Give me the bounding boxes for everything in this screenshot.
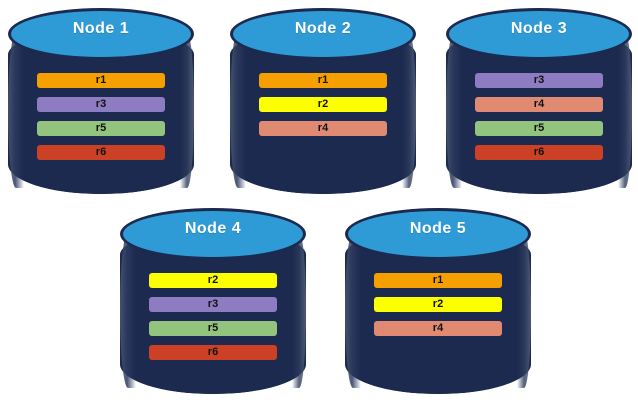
replica-bar-r5[interactable]: r5 <box>475 121 603 136</box>
replica-bar-r3[interactable]: r3 <box>37 97 165 112</box>
replica-bar-r1[interactable]: r1 <box>259 73 387 88</box>
replica-bar-r3[interactable]: r3 <box>475 73 603 88</box>
replica-list: r1 r3 r5 r6 <box>37 73 165 160</box>
replica-list: r1 r2 r4 <box>259 73 387 136</box>
replica-bar-r4[interactable]: r4 <box>259 121 387 136</box>
replica-bar-r2[interactable]: r2 <box>149 273 277 288</box>
replica-bar-r5[interactable]: r5 <box>149 321 277 336</box>
replica-bar-r3[interactable]: r3 <box>149 297 277 312</box>
replica-list: r3 r4 r5 r6 <box>475 73 603 160</box>
replica-bar-r6[interactable]: r6 <box>149 345 277 360</box>
replica-bar-r4[interactable]: r4 <box>475 97 603 112</box>
replica-bar-r2[interactable]: r2 <box>374 297 502 312</box>
node-cylinder-top-ellipse <box>230 8 416 60</box>
replica-list: r2 r3 r5 r6 <box>149 273 277 360</box>
replica-bar-r6[interactable]: r6 <box>475 145 603 160</box>
replica-bar-r1[interactable]: r1 <box>374 273 502 288</box>
node-cylinder-top-ellipse <box>8 8 194 60</box>
replica-list: r1 r2 r4 <box>374 273 502 336</box>
replica-bar-r5[interactable]: r5 <box>37 121 165 136</box>
replica-bar-r1[interactable]: r1 <box>37 73 165 88</box>
replica-bar-r6[interactable]: r6 <box>37 145 165 160</box>
node-cylinder-top-ellipse <box>446 8 632 60</box>
node-cylinder-top-ellipse <box>120 208 306 260</box>
replica-bar-r2[interactable]: r2 <box>259 97 387 112</box>
replica-bar-r4[interactable]: r4 <box>374 321 502 336</box>
node-cylinder-top-ellipse <box>345 208 531 260</box>
